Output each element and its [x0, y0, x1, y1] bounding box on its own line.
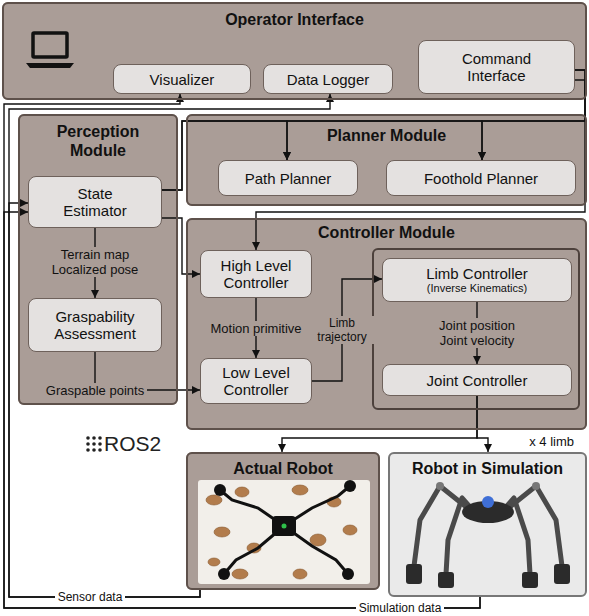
- laptop-icon: [26, 33, 74, 68]
- edge-label: Terrain map Localized pose: [40, 247, 150, 277]
- robot-render: [406, 482, 570, 588]
- process-box: Joint Controller: [382, 364, 572, 396]
- process-box: Low Level Controller: [200, 358, 312, 404]
- connector: [282, 396, 477, 452]
- panel-fill: [372, 248, 580, 410]
- simulation-panel: Robot in Simulation: [388, 452, 587, 597]
- robot-panel: Actual Robot: [186, 452, 380, 590]
- panel-fill: [186, 218, 587, 430]
- ros-logo-dots: [86, 436, 102, 452]
- box-label: Data Logger: [287, 71, 370, 88]
- panel-title: Controller Module: [188, 223, 585, 242]
- connector: [477, 396, 488, 452]
- panel-title: Robot in Simulation: [390, 459, 585, 478]
- process-box: Limb Controller(Inverse Kinematics): [382, 258, 572, 302]
- panel-title: Actual Robot: [188, 459, 378, 478]
- panel-fill: [18, 114, 178, 405]
- box-label: Joint Controller: [427, 372, 528, 389]
- edge-label: Simulation data: [356, 601, 445, 615]
- box-label: (Inverse Kinematics): [427, 282, 527, 295]
- panel-title: Perception Module: [38, 122, 158, 160]
- panel-fill: [186, 114, 587, 206]
- panel-fill: [186, 452, 380, 590]
- process-box: Foothold Planner: [386, 160, 576, 196]
- box-label: Path Planner: [245, 170, 332, 187]
- process-box: State Estimator: [28, 176, 162, 228]
- connector: [162, 218, 200, 274]
- process-box: Data Logger: [263, 64, 393, 94]
- process-box: Graspability Assessment: [28, 298, 162, 352]
- connector: [9, 203, 200, 597]
- edge-label: Sensor data: [55, 590, 126, 604]
- edge-label: Motion primitive: [207, 321, 304, 336]
- module-panel: Planner ModulePath Planner Foothold Plann…: [186, 114, 587, 206]
- box-label: Graspability Assessment: [40, 308, 150, 342]
- edge-label: Limb trajectory: [308, 316, 376, 344]
- box-label: Limb Controller: [426, 265, 528, 282]
- multiplicity-note: x 4 limb: [529, 434, 574, 449]
- ros-logo-text: ROS2: [104, 432, 161, 455]
- process-box: Visualizer: [113, 64, 251, 94]
- process-box: High Level Controller: [200, 250, 312, 298]
- box-label: Command Interface: [447, 50, 547, 84]
- panel-title: Planner Module: [188, 126, 585, 145]
- panel-title: Operator Interface: [4, 10, 585, 29]
- edge-label: Graspable points: [43, 383, 147, 398]
- panel-fill: [2, 2, 587, 100]
- box-label: Foothold Planner: [424, 170, 538, 187]
- interface-panel: Operator InterfaceVisualizer Data Logger C…: [2, 2, 587, 100]
- panel-fill: [388, 452, 587, 597]
- box-label: Visualizer: [150, 71, 215, 88]
- box-label: Low Level Controller: [206, 364, 306, 398]
- edge-label: Joint position Joint velocity: [422, 318, 532, 348]
- box-label: State Estimator: [50, 185, 140, 219]
- robot-photo: [198, 480, 370, 584]
- box-label: High Level Controller: [206, 257, 306, 291]
- process-box: Command Interface: [418, 40, 575, 94]
- process-box: Path Planner: [218, 160, 358, 196]
